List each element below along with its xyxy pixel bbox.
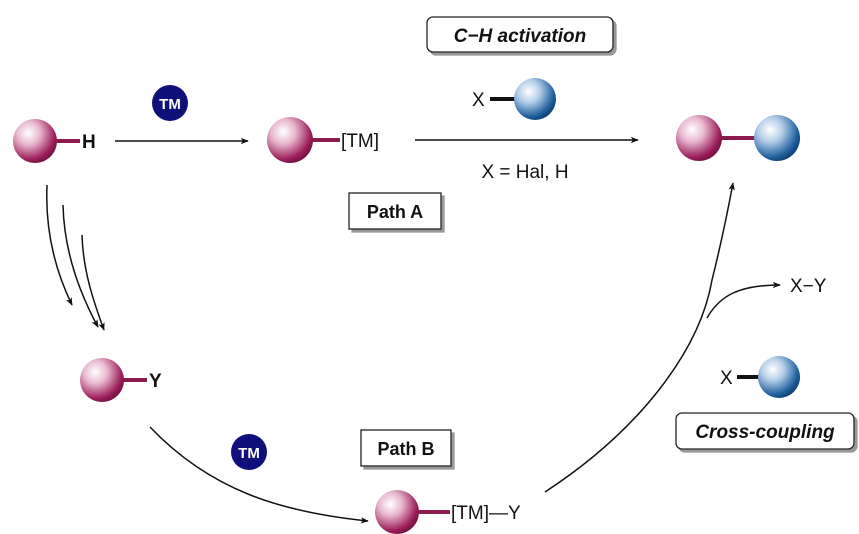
multistep-arrows bbox=[45, 184, 105, 331]
label-x-top: X bbox=[472, 90, 485, 111]
product bbox=[676, 115, 800, 161]
label-h: H bbox=[82, 132, 96, 153]
reagent-top: X bbox=[472, 78, 556, 120]
blue-ball bbox=[754, 115, 800, 161]
box-ch-activation bbox=[426, 16, 614, 53]
blue-ball bbox=[514, 78, 556, 120]
label-y: Y bbox=[149, 371, 162, 392]
label-x-eq: X = Hal, H bbox=[481, 162, 568, 183]
purple-ball bbox=[80, 358, 124, 402]
purple-ball bbox=[676, 115, 722, 161]
box-path-b bbox=[360, 429, 452, 467]
substrate-cy: Y bbox=[80, 358, 162, 402]
tm-badge-bottom-label: TM bbox=[238, 445, 260, 462]
box-path-b-label: Path B bbox=[377, 439, 434, 459]
purple-ball bbox=[267, 117, 313, 163]
purple-ball bbox=[375, 490, 419, 534]
tm-badge-top: TM bbox=[152, 85, 188, 121]
arrow-cross-coupling bbox=[544, 182, 735, 493]
reagent-bottom: X bbox=[720, 356, 800, 398]
arrow-byproduct bbox=[706, 281, 781, 319]
box-path-a bbox=[348, 192, 442, 230]
arrow-oxidative-addition bbox=[149, 426, 369, 524]
substrate-ch: H bbox=[13, 119, 96, 163]
label-x-bottom: X bbox=[720, 368, 733, 389]
label-tm-bracket: [TM] bbox=[341, 131, 379, 152]
purple-ball bbox=[13, 119, 57, 163]
box-cross-coupling bbox=[675, 412, 855, 450]
box-ch-activation-label: C−H activation bbox=[454, 26, 587, 47]
box-cross-coupling-label: Cross-coupling bbox=[695, 422, 835, 443]
metallated-intermediate: [TM] bbox=[267, 117, 379, 163]
box-path-a-label: Path A bbox=[367, 202, 423, 222]
tm-badge-top-label: TM bbox=[159, 96, 181, 113]
label-tm-y: [TM]—Y bbox=[451, 503, 521, 524]
label-x-y: X−Y bbox=[790, 276, 827, 297]
blue-ball bbox=[758, 356, 800, 398]
tm-badge-bottom: TM bbox=[231, 434, 267, 470]
organometallic-intermediate: [TM]—Y bbox=[375, 490, 521, 534]
